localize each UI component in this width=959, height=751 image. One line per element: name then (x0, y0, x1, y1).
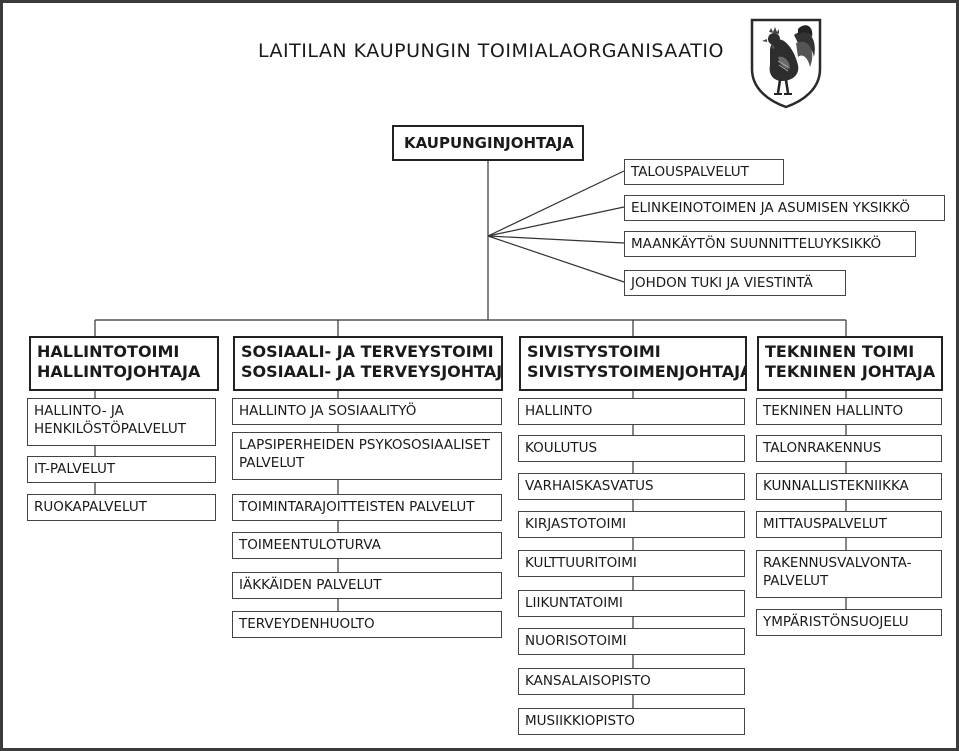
unit-box: TOIMEENTULOTURVA (232, 532, 502, 559)
division-heading-tekninen: TEKNINEN TOIMI TEKNINEN JOHTAJA (757, 336, 943, 391)
division-heading-hallintotoimi: HALLINTOTOIMI HALLINTOJOHTAJA (29, 336, 219, 391)
unit-box: HALLINTO JA SOSIAALITYÖ (232, 398, 502, 425)
division-director: SOSIAALI- JA TERVEYSJOHTAJA (241, 362, 503, 381)
unit-box: VARHAISKASVATUS (518, 473, 745, 500)
unit-box: TALONRAKENNUS (756, 435, 942, 462)
division-heading-sivistystoimi: SIVISTYSTOIMI SIVISTYSTOIMENJOHTAJA (519, 336, 747, 391)
staff-unit-maankaytto: MAANKÄYTÖN SUUNNITTELUYKSIKKÖ (624, 231, 916, 257)
unit-box: KANSALAISOPISTO (518, 668, 745, 695)
unit-box: TERVEYDENHUOLTO (232, 611, 502, 638)
division-director: TEKNINEN JOHTAJA (765, 362, 936, 381)
unit-box: RUOKAPALVELUT (27, 494, 216, 521)
division-name: SOSIAALI- JA TERVEYSTOIMI (241, 342, 494, 361)
unit-box: KULTTUURITOIMI (518, 550, 745, 577)
staff-unit-johdon-tuki: JOHDON TUKI JA VIESTINTÄ (624, 270, 846, 296)
rooster-coat-of-arms-icon (750, 18, 822, 109)
unit-box: TOIMINTARAJOITTEISTEN PALVELUT (232, 494, 502, 521)
unit-box: IÄKKÄIDEN PALVELUT (232, 572, 502, 599)
unit-box: LAPSIPERHEIDEN PSYKOSOSIAALISET PALVELUT (232, 432, 502, 480)
unit-box: HALLINTO- JA HENKILÖSTÖPALVELUT (27, 398, 216, 446)
unit-box: KIRJASTOTOIMI (518, 511, 745, 538)
unit-box: RAKENNUSVALVONTA-PALVELUT (756, 550, 942, 598)
unit-box: MUSIIKKIOPISTO (518, 708, 745, 735)
unit-box: MITTAUSPALVELUT (756, 511, 942, 538)
unit-box: YMPÄRISTÖNSUOJELU (756, 609, 942, 636)
division-heading-sosiaali-terveys: SOSIAALI- JA TERVEYSTOIMI SOSIAALI- JA T… (233, 336, 503, 391)
unit-box: HALLINTO (518, 398, 745, 425)
unit-box: LIIKUNTATOIMI (518, 590, 745, 617)
ceo-box: KAUPUNGINJOHTAJA (392, 125, 584, 161)
unit-box: KUNNALLISTEKNIIKKA (756, 473, 942, 500)
staff-unit-elinkeinotoimi: ELINKEINOTOIMEN JA ASUMISEN YKSIKKÖ (624, 195, 945, 221)
division-director: HALLINTOJOHTAJA (37, 362, 201, 381)
unit-box: KOULUTUS (518, 435, 745, 462)
page-title: LAITILAN KAUPUNGIN TOIMIALAORGANISAATIO (258, 40, 724, 62)
unit-box: NUORISOTOIMI (518, 628, 745, 655)
unit-box: TEKNINEN HALLINTO (756, 398, 942, 425)
division-name: TEKNINEN TOIMI (765, 342, 915, 361)
division-director: SIVISTYSTOIMENJOHTAJA (527, 362, 747, 381)
unit-box: IT-PALVELUT (27, 456, 216, 483)
division-name: SIVISTYSTOIMI (527, 342, 661, 361)
division-name: HALLINTOTOIMI (37, 342, 180, 361)
staff-unit-talouspalvelut: TALOUSPALVELUT (624, 159, 784, 185)
